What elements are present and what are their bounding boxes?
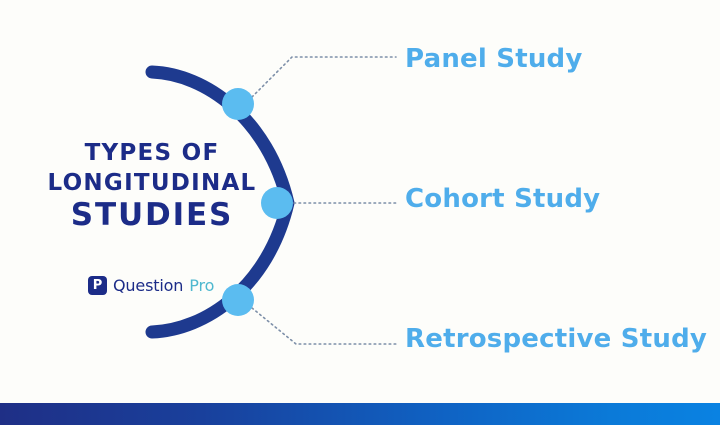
node-cohort[interactable] — [261, 187, 293, 219]
page-title: TYPES OF LONGITUDINAL STUDIES — [18, 142, 286, 231]
title-line-1: TYPES OF — [84, 140, 220, 166]
connector-panel — [251, 56, 397, 98]
questionpro-mark-letter: P — [92, 278, 103, 293]
node-retrospective[interactable] — [222, 284, 254, 316]
title-line-3: STUDIES — [70, 197, 234, 233]
footer-gradient-bar — [0, 403, 720, 425]
label-cohort-study: Cohort Study — [405, 184, 601, 214]
label-retrospective-study: Retrospective Study — [405, 324, 708, 354]
label-panel-study: Panel Study — [405, 44, 583, 74]
node-panel[interactable] — [222, 88, 254, 120]
connector-retrospective — [251, 307, 397, 345]
title-line-2: LONGITUDINAL — [47, 170, 257, 196]
questionpro-logo: P Question Pro — [88, 276, 214, 295]
questionpro-mark-icon: P — [88, 276, 107, 295]
brand-word-pro: Pro — [189, 276, 215, 295]
brand-word-question: Question — [113, 276, 184, 295]
